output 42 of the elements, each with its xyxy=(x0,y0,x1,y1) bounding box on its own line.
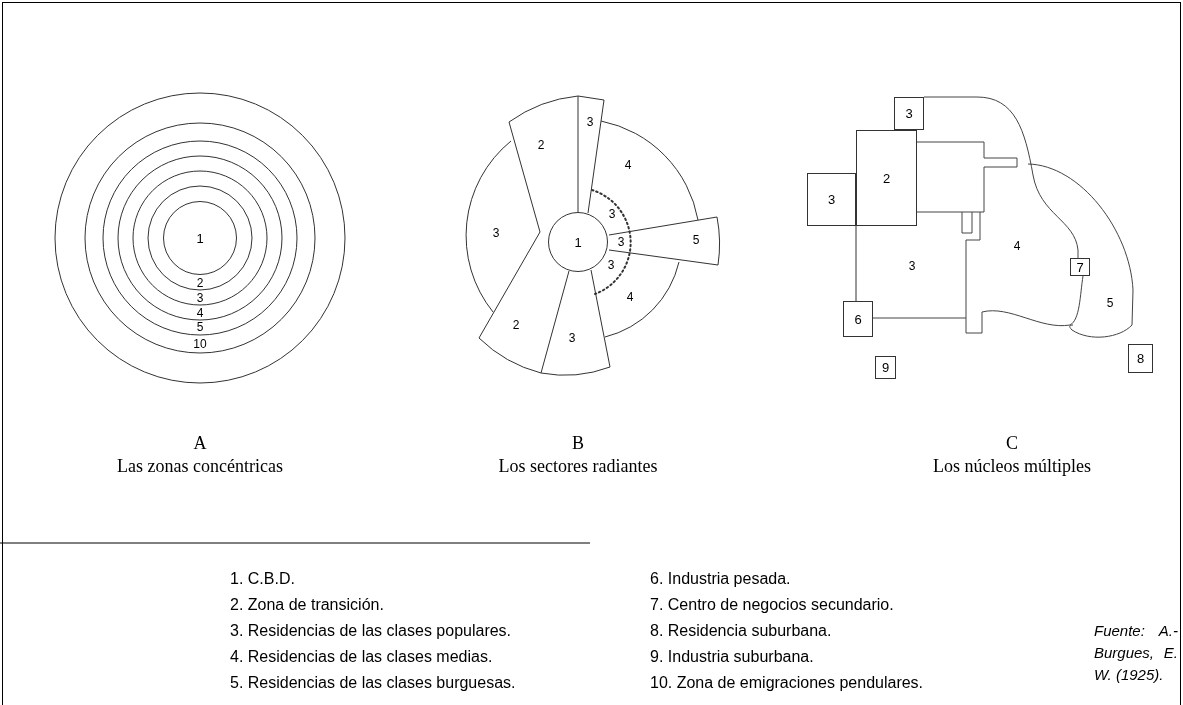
model-letter: B xyxy=(572,432,584,455)
zone-number: 5 xyxy=(692,234,700,246)
zone-number: 2 xyxy=(537,139,545,151)
zone-box: 3 xyxy=(894,97,924,130)
zone-number: 10 xyxy=(193,338,207,350)
zone-number: 3 xyxy=(586,116,594,128)
key-item: 2. Zona de transición. xyxy=(230,595,385,615)
model-letter: A xyxy=(193,432,207,455)
key-item: 10. Zona de emigraciones pendulares. xyxy=(650,673,924,693)
model-caption: Las zonas concéntricas xyxy=(117,455,283,478)
zone-number: 4 xyxy=(1013,240,1021,252)
zone-box: 2 xyxy=(856,130,917,226)
model-caption: Los sectores radiantes xyxy=(498,455,658,478)
zone-number: 3 xyxy=(492,227,500,239)
key-item: 1. C.B.D. xyxy=(230,569,296,589)
key-item: 4. Residencias de las clases medias. xyxy=(230,647,494,667)
model-caption: Los núcleos múltiples xyxy=(933,455,1091,478)
key-item: 3. Residencias de las clases populares. xyxy=(230,621,513,641)
zone-number: 3 xyxy=(196,292,204,304)
zone-number: 4 xyxy=(626,291,634,303)
zone-number: 3 xyxy=(607,259,615,271)
key-item: 8. Residencia suburbana. xyxy=(650,621,833,641)
zone-number: 2 xyxy=(512,319,520,331)
zone-box: 6 xyxy=(843,301,873,337)
zone-number: 4 xyxy=(196,307,204,319)
zone-box: 7 xyxy=(1070,258,1090,276)
zone-number: 3 xyxy=(568,332,576,344)
zone-box: 8 xyxy=(1128,344,1153,373)
key-item: 5. Residencias de las clases burguesas. xyxy=(230,673,516,693)
key-item: 6. Industria pesada. xyxy=(650,569,792,589)
boundary-line xyxy=(855,225,857,302)
zone-number: 5 xyxy=(196,321,204,333)
key-item: 9. Industria suburbana. xyxy=(650,647,815,667)
zone-box: 9 xyxy=(875,356,896,379)
zone-number: 3 xyxy=(908,260,916,272)
zone-number: 5 xyxy=(1106,297,1114,309)
key-item: 7. Centro de negocios secundario. xyxy=(650,595,895,615)
zone-number: 4 xyxy=(624,159,632,171)
model-letter: C xyxy=(1006,432,1018,455)
source-note: Fuente: A.- Burgues, E. W. (1925). xyxy=(1094,621,1178,685)
zone-box: 3 xyxy=(807,173,856,226)
zone-number: 3 xyxy=(608,208,616,220)
